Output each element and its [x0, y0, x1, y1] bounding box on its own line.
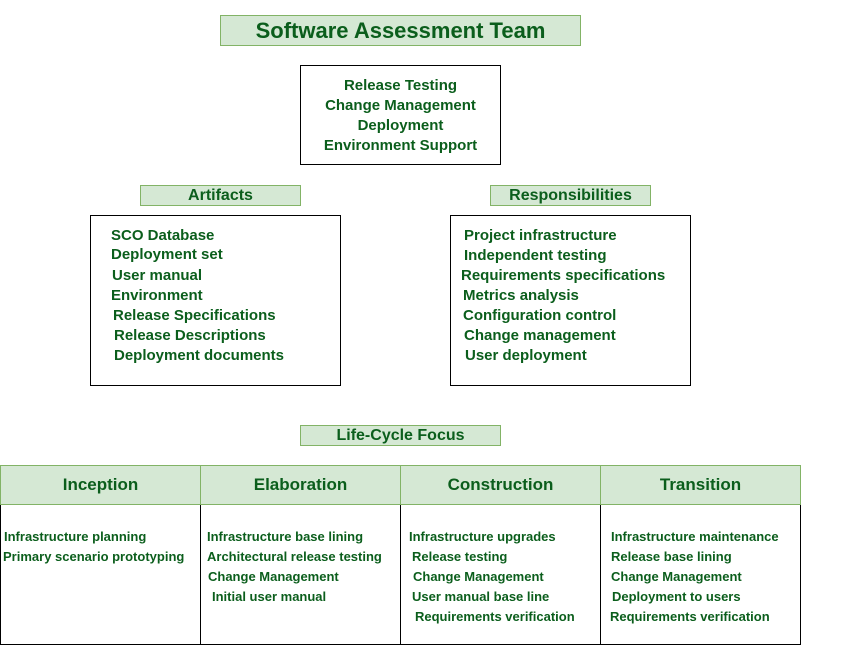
responsibility-item: Configuration control [463, 307, 617, 324]
team-role-box: Release Testing Change Management Deploy… [300, 65, 501, 165]
phase-item: Architectural release testing [207, 549, 382, 564]
phase-item: Primary scenario prototyping [3, 549, 185, 564]
phase-item: Infrastructure maintenance [611, 529, 779, 544]
responsibility-item: Independent testing [464, 247, 607, 264]
phase-item: Infrastructure base lining [207, 529, 364, 544]
artifact-item: Environment [111, 287, 203, 304]
artifact-item: Release Descriptions [114, 327, 266, 344]
responsibility-item: Change management [464, 327, 616, 344]
phase-body-elaboration: Infrastructure base lining Architectural… [200, 505, 401, 645]
artifact-item: User manual [112, 267, 203, 284]
responsibility-item: Project infrastructure [464, 227, 617, 244]
phase-item: Requirements verification [415, 609, 575, 624]
role-line: Release Testing [343, 77, 458, 94]
phase-item: Release testing [412, 549, 508, 564]
artifact-item: Deployment set [111, 246, 223, 263]
phase-item: Infrastructure planning [4, 529, 147, 544]
phase-body-transition: Infrastructure maintenance Release base … [600, 505, 801, 645]
phase-header-construction: Construction [400, 465, 601, 505]
phase-item: Release base lining [611, 549, 732, 564]
artifact-item: Deployment documents [114, 347, 285, 364]
phase-item: Change Management [413, 569, 544, 584]
phase-item: Deployment to users [612, 589, 741, 604]
phase-body-inception: Infrastructure planning Primary scenario… [0, 505, 201, 645]
phase-item: Change Management [611, 569, 742, 584]
lifecycle-label: Life-Cycle Focus [300, 425, 501, 446]
phase-body-construction: Infrastructure upgrades Release testing … [400, 505, 601, 645]
diagram-title: Software Assessment Team [220, 15, 581, 46]
phase-header-elaboration: Elaboration [200, 465, 401, 505]
phase-header-inception: Inception [0, 465, 201, 505]
phase-header-transition: Transition [600, 465, 801, 505]
artifacts-label: Artifacts [140, 185, 301, 206]
role-line: Change Management [325, 97, 476, 114]
artifact-item: SCO Database [111, 227, 215, 244]
phase-item: Infrastructure upgrades [409, 529, 556, 544]
responsibility-item: Requirements specifications [461, 267, 666, 284]
responsibilities-label: Responsibilities [490, 185, 651, 206]
phase-item: User manual base line [412, 589, 550, 604]
responsibilities-box: Project infrastructure Independent testi… [450, 215, 691, 386]
role-line: Deployment [357, 117, 444, 134]
artifact-item: Release Specifications [113, 307, 276, 324]
phase-item: Change Management [208, 569, 339, 584]
phase-item: Initial user manual [212, 589, 327, 604]
responsibility-item: User deployment [465, 347, 587, 364]
responsibility-item: Metrics analysis [463, 287, 579, 304]
artifacts-box: SCO Database Deployment set User manual … [90, 215, 341, 386]
phase-item: Requirements verification [610, 609, 770, 624]
role-line: Environment Support [323, 137, 478, 154]
